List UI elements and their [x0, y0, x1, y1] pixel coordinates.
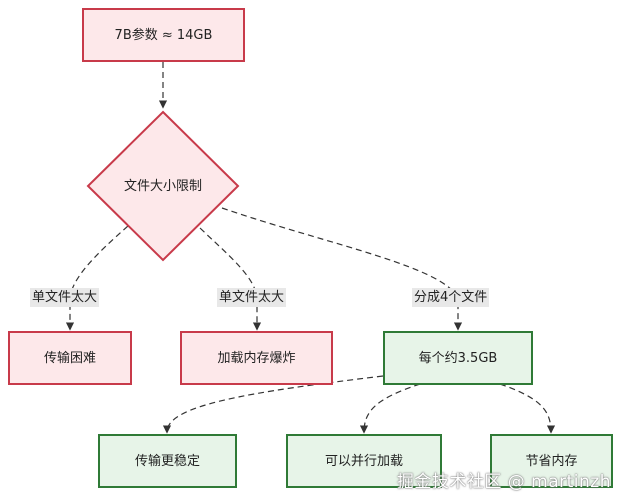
- edge-label-single-large-1: 单文件太大: [30, 288, 100, 307]
- node-load-oom: 加载内存爆炸: [180, 331, 333, 385]
- edge-limit-to-load-oom: [199, 227, 262, 331]
- node-per-file: 每个约3.5GB: [383, 331, 533, 385]
- node-stable: 传输更稳定: [98, 434, 237, 488]
- node-limit-text: 文件大小限制: [123, 178, 202, 194]
- edge-limit-to-transfer-hard: [65, 225, 129, 331]
- node-per-file-label: 每个约3.5GB: [418, 350, 498, 366]
- edge-per-file-to-save-mem: [499, 383, 556, 434]
- node-params: 7B参数 ≈ 14GB: [82, 8, 245, 62]
- watermark: 掘金技术社区 @ martinzh: [396, 472, 611, 492]
- node-params-label: 7B参数 ≈ 14GB: [114, 27, 213, 43]
- node-stable-label: 传输更稳定: [134, 453, 200, 469]
- edge-label-single-large-2: 单文件太大: [217, 288, 287, 307]
- node-load-oom-label: 加载内存爆炸: [217, 350, 296, 366]
- node-save-mem: 节省内存: [490, 434, 613, 488]
- decision-diamond: [86, 110, 240, 262]
- node-parallel: 可以并行加载: [286, 434, 442, 488]
- node-transfer-hard: 传输困难: [8, 331, 132, 385]
- node-save-mem-label: 节省内存: [525, 453, 578, 469]
- edge-label-split4: 分成4个文件: [412, 288, 490, 307]
- edge-per-file-to-parallel: [359, 383, 421, 434]
- node-transfer-hard-label: 传输困难: [43, 350, 96, 366]
- node-limit-label: 文件大小限制: [103, 176, 223, 196]
- edge-limit-to-per-file: [221, 207, 463, 331]
- node-parallel-label: 可以并行加载: [324, 453, 403, 469]
